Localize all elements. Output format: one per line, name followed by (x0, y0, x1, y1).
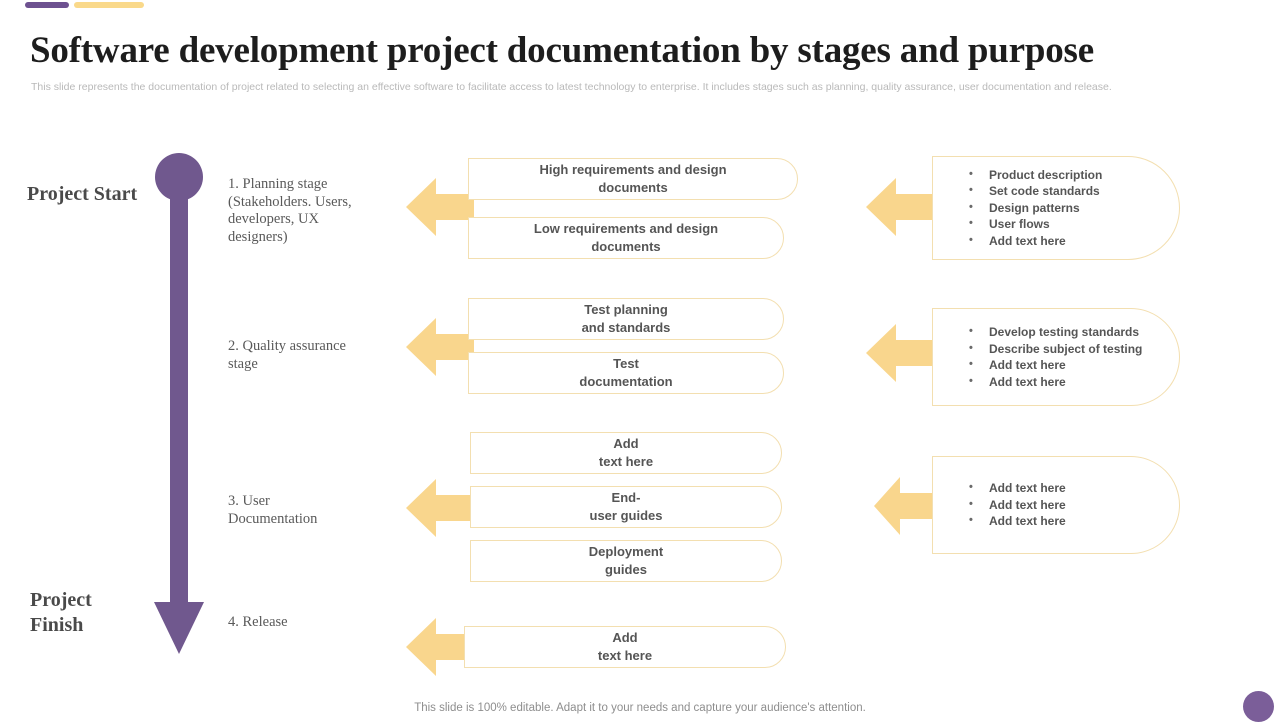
timeline-start-label: Project Start (27, 183, 138, 205)
purpose-bullet-1-3: Design patterns (969, 199, 1102, 217)
arrow-left-icon-stage-3 (406, 477, 474, 539)
timeline-finish-label-line1: Project (30, 589, 92, 611)
document-box-2-2[interactable]: Test documentation (468, 352, 784, 394)
stage-caption-2: 2. Quality assurance stage (228, 338, 346, 372)
document-box-3-2-line2: user guides (589, 508, 663, 523)
purpose-bullet-2-2: Describe subject of testing (969, 340, 1142, 358)
document-box-3-3-line1: Deployment (588, 544, 664, 559)
document-box-4-1-line2: text here (597, 648, 653, 663)
decoration-bar-yellow (74, 2, 144, 8)
document-box-2-1[interactable]: Test planning and standards (468, 298, 784, 340)
timeline-arrow-down-icon (154, 602, 204, 654)
purpose-list-3: Add text here Add text here Add text her… (933, 479, 1066, 530)
document-box-2-1-line1: Test planning (584, 302, 668, 317)
document-box-1-2[interactable]: Low requirements and design documents (468, 217, 784, 259)
page-title: Software development project documentati… (30, 30, 1094, 71)
document-box-4-1[interactable]: Add text here (464, 626, 786, 668)
arrow-left-icon-stage-1 (406, 176, 474, 238)
document-box-1-1-line1: High requirements and design (539, 162, 727, 177)
purpose-bullet-3-1: Add text here (969, 479, 1066, 497)
arrow-left-icon-purpose-2 (866, 322, 934, 384)
purpose-bullet-1-1: Product description (969, 166, 1102, 184)
document-box-1-1[interactable]: High requirements and design documents (468, 158, 798, 200)
purpose-bullet-2-3: Add text here (969, 356, 1142, 374)
document-box-3-3[interactable]: Deployment guides (470, 540, 782, 582)
purpose-list-2: Develop testing standards Describe subje… (933, 323, 1142, 391)
decoration-bar-purple (25, 2, 69, 8)
purpose-panel-1[interactable]: Product description Set code standards D… (932, 156, 1180, 260)
purpose-bullet-2-1: Develop testing standards (969, 323, 1142, 341)
purpose-panel-2[interactable]: Develop testing standards Describe subje… (932, 308, 1180, 406)
document-box-3-3-line2: guides (605, 562, 647, 577)
purpose-list-1: Product description Set code standards D… (933, 166, 1102, 250)
document-box-1-2-line2: documents (591, 239, 661, 254)
stage-caption-3: 3. User Documentation (228, 493, 318, 527)
stage-caption-1: 1. Planning stage (Stakeholders. Users, … (228, 176, 352, 245)
footer-note: This slide is 100% editable. Adapt it to… (414, 702, 866, 714)
purpose-bullet-1-5: Add text here (969, 232, 1102, 250)
document-box-3-1-line2: text here (598, 454, 654, 469)
document-box-3-1[interactable]: Add text here (470, 432, 782, 474)
arrow-left-icon-purpose-1 (866, 176, 934, 238)
purpose-bullet-1-4: User flows (969, 215, 1102, 233)
purpose-bullet-3-2: Add text here (969, 496, 1066, 514)
purpose-bullet-1-2: Set code standards (969, 182, 1102, 200)
timeline-shaft (170, 175, 188, 605)
timeline-finish-label-line2: Finish (30, 614, 84, 636)
timeline-finish-label: Project Finish (30, 588, 92, 638)
document-box-2-1-line2: and standards (581, 320, 671, 335)
arrow-left-icon-purpose-3 (874, 475, 934, 537)
document-box-2-2-line2: documentation (579, 374, 673, 389)
document-box-2-2-line1: Test (613, 356, 639, 371)
stage-caption-4: 4. Release (228, 614, 288, 630)
page-subtitle: This slide represents the documentation … (31, 81, 1112, 93)
purpose-bullet-2-4: Add text here (969, 373, 1142, 391)
arrow-left-icon-stage-4 (406, 616, 474, 678)
document-box-1-2-line1: Low requirements and design (533, 221, 719, 236)
document-box-3-1-line1: Add (613, 436, 639, 451)
document-box-3-2-line1: End- (611, 490, 641, 505)
decoration-circle-corner (1243, 691, 1274, 722)
arrow-left-icon-stage-2 (406, 316, 474, 378)
purpose-panel-3[interactable]: Add text here Add text here Add text her… (932, 456, 1180, 554)
document-box-4-1-line1: Add (612, 630, 638, 645)
document-box-3-2[interactable]: End- user guides (470, 486, 782, 528)
document-box-1-1-line2: documents (598, 180, 668, 195)
purpose-bullet-3-3: Add text here (969, 512, 1066, 530)
